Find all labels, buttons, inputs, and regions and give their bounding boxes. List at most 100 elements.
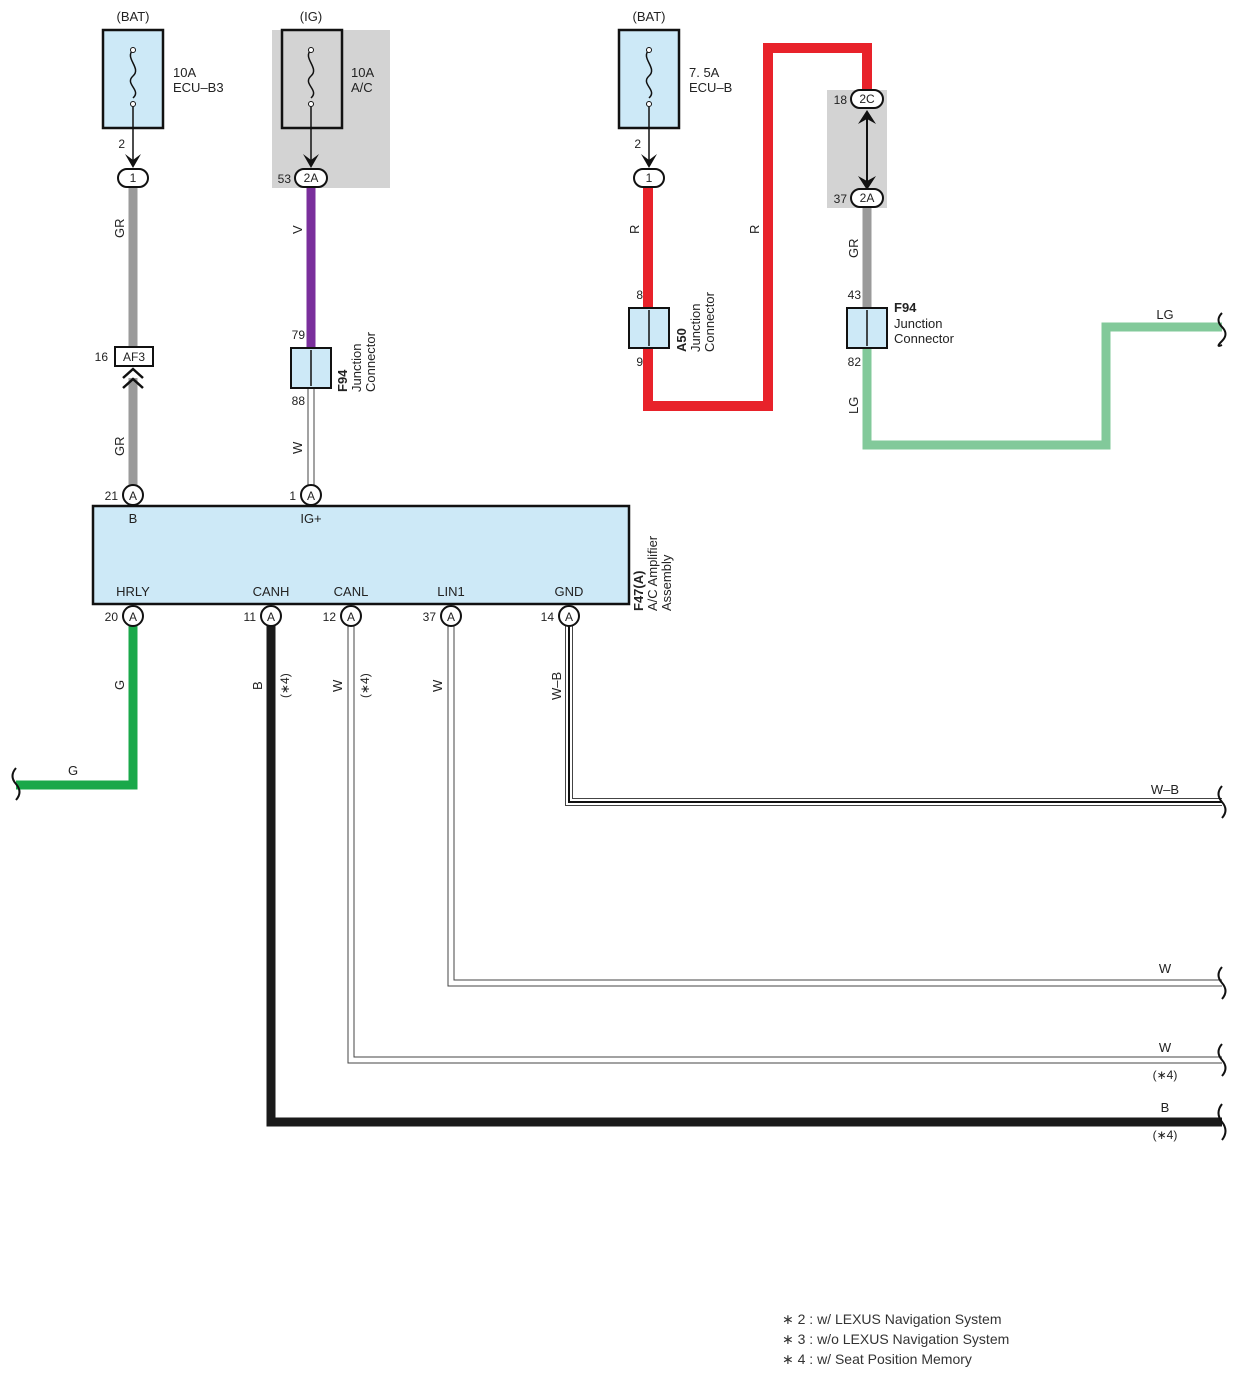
junction-a50-id: A50: [674, 328, 689, 352]
pin-2-right: 2: [634, 137, 641, 151]
wire-note-4-b-end: (∗4): [1153, 1128, 1178, 1142]
pin-11: 11: [244, 610, 257, 624]
svg-text:1: 1: [646, 171, 653, 185]
wire-label-gr-right: GR: [846, 239, 861, 259]
junction-f94-right-id: F94: [894, 300, 917, 315]
connector-oval-2c: 2C: [850, 89, 884, 109]
pin-37-top: 37: [834, 192, 848, 206]
junction-f94-left-line1: Junction: [349, 344, 364, 392]
wire-lg: [862, 322, 1222, 450]
wire-label-r-right: R: [747, 225, 762, 234]
fuse-ac: [280, 28, 344, 168]
svg-text:2C: 2C: [859, 92, 875, 106]
junction-f94-right-line2: Connector: [894, 331, 955, 346]
wire-label-v: V: [290, 225, 305, 234]
connector-oval-2a-right: 2A: [850, 188, 884, 208]
wire-label-gr-lower: GR: [112, 437, 127, 457]
junction-f94-right: [846, 307, 888, 349]
wire-label-r-left: R: [627, 225, 642, 234]
junction-a50: [628, 307, 670, 349]
wire-break-w-lin1: [1217, 966, 1227, 1000]
wire-label-w-canl-vertical: W: [330, 679, 345, 692]
wire-note-4-canl: (∗4): [358, 673, 372, 698]
pin-14: 14: [541, 610, 555, 624]
terminal-a-12: A: [347, 610, 355, 624]
fuse-ecu-b3: [101, 28, 165, 168]
pin-21: 21: [105, 489, 119, 503]
terminal-a-37: A: [447, 610, 455, 624]
pin-53: 53: [278, 172, 292, 186]
wire-label-g-vertical: G: [112, 680, 127, 690]
wire-label-b-vertical: B: [250, 681, 265, 690]
wire-break-lg: [1217, 312, 1227, 347]
junction-f94-left: [290, 347, 332, 389]
fuse-ecu-b3-rating: 10A: [173, 65, 196, 80]
fuse-ac-rating: 10A: [351, 65, 374, 80]
fuse-ecu-b-rating: 7. 5A: [689, 65, 720, 80]
connector-af3: AF3: [114, 346, 154, 389]
amplifier-id: F47(A): [631, 571, 646, 611]
term-canl: CANL: [334, 584, 369, 599]
junction-a50-line1: Junction: [688, 304, 703, 352]
terminal-a-14: A: [565, 610, 573, 624]
term-hrly: HRLY: [116, 584, 150, 599]
fuse-ac-name: A/C: [351, 80, 373, 95]
wire-label-lg-end: LG: [1156, 307, 1173, 322]
pin-20: 20: [105, 610, 119, 624]
pin-9: 9: [636, 355, 643, 369]
wire-label-w-lin1-vertical: W: [430, 679, 445, 692]
fuse-ecu-b3-source: (BAT): [117, 9, 150, 24]
terminal-a-21: A: [129, 489, 137, 503]
term-gnd: GND: [555, 584, 584, 599]
junction-a50-line2: Connector: [702, 291, 717, 352]
fuse-ecu-b-source: (BAT): [633, 9, 666, 24]
wire-g: [16, 624, 138, 790]
pin-79: 79: [292, 328, 306, 342]
wire-label-lg-vertical: LG: [846, 397, 861, 414]
terminal-circles: [122, 484, 580, 627]
amplifier-line2: Assembly: [659, 554, 674, 611]
pin-18: 18: [834, 93, 848, 107]
ac-amplifier-box: [91, 504, 631, 606]
wire-label-w-lin1-end: W: [1159, 961, 1172, 976]
wire-label-gr-upper: GR: [112, 219, 127, 239]
wire-break-g: [11, 767, 21, 801]
svg-text:1: 1: [130, 171, 137, 185]
pin-8: 8: [636, 288, 643, 302]
connector-oval-1-left: 1: [117, 168, 149, 188]
wire-label-wb-vertical: W–B: [549, 672, 564, 700]
svg-text:2A: 2A: [304, 171, 319, 185]
svg-text:2A: 2A: [860, 191, 875, 205]
wire-b: [266, 624, 1222, 1127]
term-ig: IG+: [300, 511, 321, 526]
wire-wb-gnd: [565, 624, 1222, 806]
pin-43: 43: [848, 288, 862, 302]
amplifier-line1: A/C Amplifier: [645, 535, 660, 611]
legend-note-3: ∗ 3 : w/o LEXUS Navigation System: [782, 1331, 1009, 1347]
svg-text:AF3: AF3: [123, 350, 145, 364]
connector-oval-2a-ig: 2A: [294, 168, 328, 188]
junction-f94-right-line1: Junction: [894, 316, 942, 331]
fuse-ecu-b: [617, 28, 681, 168]
terminal-a-11: A: [267, 610, 275, 624]
wire-break-b: [1217, 1103, 1227, 1141]
junction-f94-left-line2: Connector: [363, 331, 378, 392]
wire-r: [643, 43, 872, 411]
connector-2c-shade: [827, 90, 887, 208]
term-canh: CANH: [253, 584, 290, 599]
junction-f94-left-id: F94: [335, 369, 350, 392]
pin-37: 37: [423, 610, 437, 624]
wire-label-wb-end: W–B: [1151, 782, 1179, 797]
legend-note-4: ∗ 4 : w/ Seat Position Memory: [782, 1351, 972, 1367]
wire-label-g-end: G: [68, 763, 78, 778]
pin-82: 82: [848, 355, 862, 369]
wire-label-w-canl-end: W: [1159, 1040, 1172, 1055]
term-b: B: [129, 511, 138, 526]
terminal-a-1: A: [307, 489, 315, 503]
pin-1: 1: [289, 489, 296, 503]
wire-w-canl: [347, 624, 1222, 1064]
fuse-ecu-b-name: ECU–B: [689, 80, 732, 95]
wire-label-b-end: B: [1161, 1100, 1170, 1115]
legend-note-2: ∗ 2 : w/ LEXUS Navigation System: [782, 1311, 1001, 1327]
